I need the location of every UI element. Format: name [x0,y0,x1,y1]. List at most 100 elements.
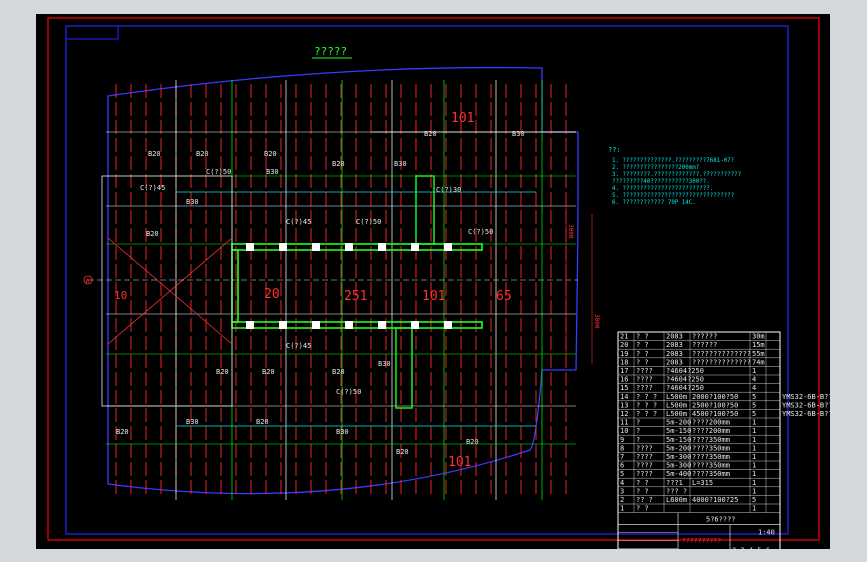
sheet-name: 5?6???? [706,516,736,524]
schedule-cell: 1 [752,419,756,427]
schedule-cell: 5 [752,393,756,401]
schedule-cell: 10 [620,427,628,435]
schedule-cell: 2083 [666,341,683,349]
note-line: 1. ??????????????.?????????7681-07? [612,158,734,164]
beam-label: B20 [146,230,159,238]
zone-label-2: 251 [344,289,367,304]
tag-label: C(?)50 [336,388,361,396]
schedule-cell: ?4604?250 [666,376,704,384]
beam-label: B20 [196,150,209,158]
schedule-cell: 1 [752,470,756,478]
schedule-cell: ???1 [666,479,683,487]
side-note: YMS32-6B-B?? [782,410,830,418]
beam-label: B20 [332,368,345,376]
schedule-cell: ? ? ? [636,401,657,409]
schedule-cell: 16 [620,376,628,384]
schedule-cell: ? ? [636,333,649,341]
schedule-cell: ???? [636,453,653,461]
beam-label: B30 [394,160,407,168]
schedule-cell: ????350mm [692,444,730,452]
schedule-cell: 12 [620,410,628,418]
cad-viewport[interactable]: ????? A 3000 3000 101 20 251 101 65 101 … [36,14,830,549]
schedule-cell: 15m [752,341,765,349]
schedule-cell: 1 [752,453,756,461]
tag-label: C(?)50 [206,168,231,176]
tag-label: C(?)45 [140,184,165,192]
schedule-cell: ???? [636,376,653,384]
beam-label: B20 [148,150,161,158]
tag-label: C(?)50 [356,218,381,226]
schedule-cell: 5 [752,410,756,418]
schedule-cell: ????350mm [692,462,730,470]
schedule-cell: 2 [620,496,624,504]
beam-label: B20 [466,438,479,446]
tag-label: C(?)45 [286,218,311,226]
cad-drawing-sheet[interactable]: ????? A 3000 3000 101 20 251 101 65 101 … [36,14,830,549]
schedule-cell: 13 [620,401,628,409]
schedule-cell: ??? ? [666,487,687,495]
schedule-cell: 2000?100?50 [692,393,738,401]
slab-hatch-field [115,84,567,494]
note-line: ?????????40???????????300??. [612,179,710,185]
zone-label-6: 10 [114,289,127,302]
schedule-cell: 19 [620,350,628,358]
schedule-cell: ?4604?250 [666,384,704,392]
schedule-cell: 2083 [666,350,683,358]
schedule-cell: L500m [666,401,687,409]
beam-label: B30 [186,418,199,426]
beam-label: B30 [186,198,199,206]
schedule-cell: ?????? [692,341,717,349]
zone-label-4: 65 [496,289,512,304]
schedule-cell: 1 [752,444,756,452]
schedule-cell: L600m [666,496,687,504]
schedule-cell: 17 [620,367,628,375]
side-note: YMS32-6B-B?? [782,393,830,401]
beam-label: B20 [256,418,269,426]
beam-label: B20 [332,160,345,168]
schedule-cell: ???? [636,444,653,452]
schedule-cell: 4500?100?50 [692,410,738,418]
schedule-cell: ????200mm [692,419,730,427]
zone-label-1: 20 [264,287,280,302]
zone-label-5: 101 [448,455,471,470]
dim-label-1: 3000 [593,314,600,329]
schedule-cell: ???? [636,470,653,478]
schedule-cell: ? [636,427,640,435]
schedule-cell: ???? [636,462,653,470]
schedule-cell: 20 [620,341,628,349]
axis-label: A [86,278,90,285]
beam-label: B30 [378,360,391,368]
schedule-cell: 5 [620,470,624,478]
schedule-cell: ? ? ? [636,410,657,418]
note-line: 2. ????????????????200mm? [612,165,699,171]
zone-label-0: 101 [451,111,474,126]
schedule-cell: 4 [752,384,756,392]
schedule-cell: ? ? [636,341,649,349]
schedule-cell: ? ? [636,505,649,513]
schedule-cell: ????350mm [692,436,730,444]
schedule-cell: ?? ? [636,496,653,504]
schedule-cell: 11 [620,419,628,427]
schedule-cell: ????350mm [692,470,730,478]
schedule-cell: 2500?100?50 [692,401,738,409]
drawing-frame [65,25,789,535]
schedule-cell: 1 [620,505,624,513]
schedule-cell: 1 [752,479,756,487]
schedule-cell: ?????? [692,333,717,341]
schedule-cell: 6 [620,462,624,470]
page-info: 2 3 4 5 6 [732,547,770,549]
schedule-cell: ????200mm [692,427,730,435]
schedule-cell: 5 [752,496,756,504]
schedule-cell: ????350mm [692,453,730,461]
schedule-cell: ? ? [636,487,649,495]
schedule-cell: ? ? [636,479,649,487]
schedule-cell: L500m [666,393,687,401]
schedule-cell: 74m [752,358,765,366]
schedule-cell: ? ? [636,350,649,358]
schedule-cell: 21 [620,333,628,341]
sheet-border [47,17,820,541]
note-line: 5. ???????????????????????????????? [612,193,734,199]
